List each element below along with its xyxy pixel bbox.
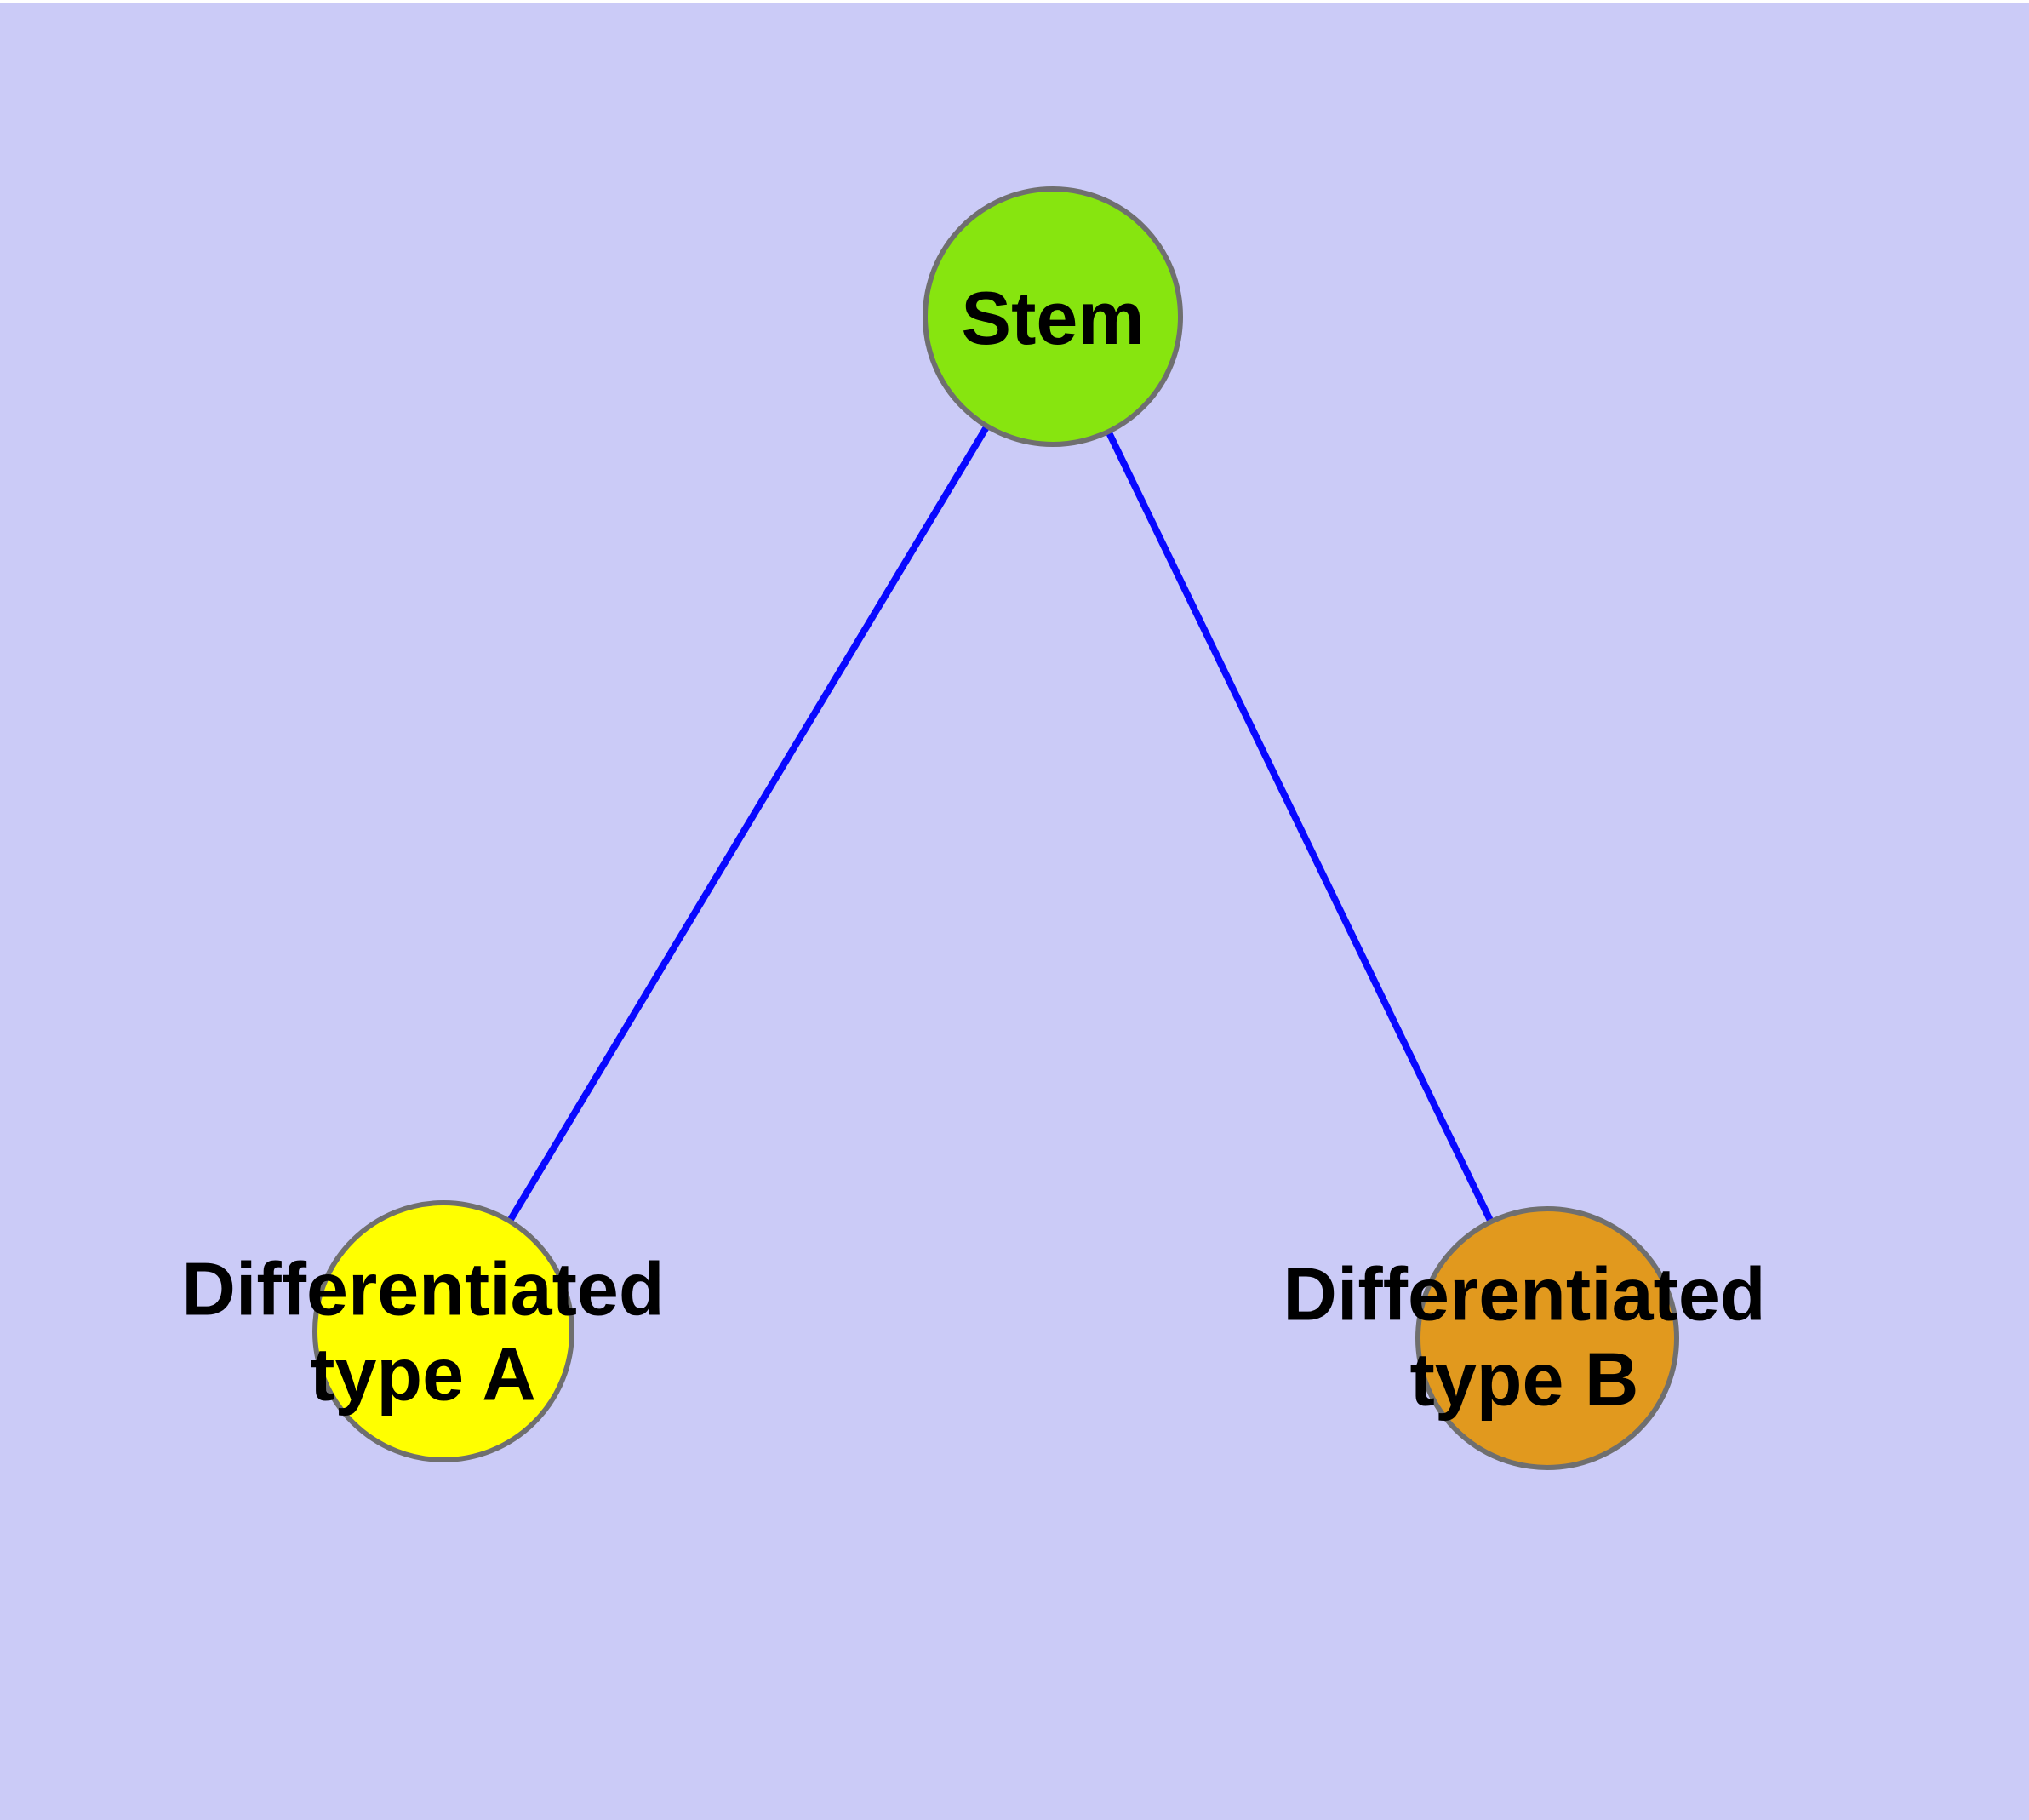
node-stem-circle — [923, 186, 1183, 447]
top-margin-strip — [0, 0, 2029, 3]
edge-stem-to-type-a — [440, 314, 1056, 1334]
diagram-canvas: Stem Differentiated type A Differentiate… — [0, 3, 2029, 1820]
graph-svg — [312, 186, 1679, 1470]
node-type-a-circle — [312, 1200, 574, 1462]
node-type-b-circle — [1415, 1206, 1679, 1470]
edge-stem-to-type-b — [1049, 315, 1551, 1340]
